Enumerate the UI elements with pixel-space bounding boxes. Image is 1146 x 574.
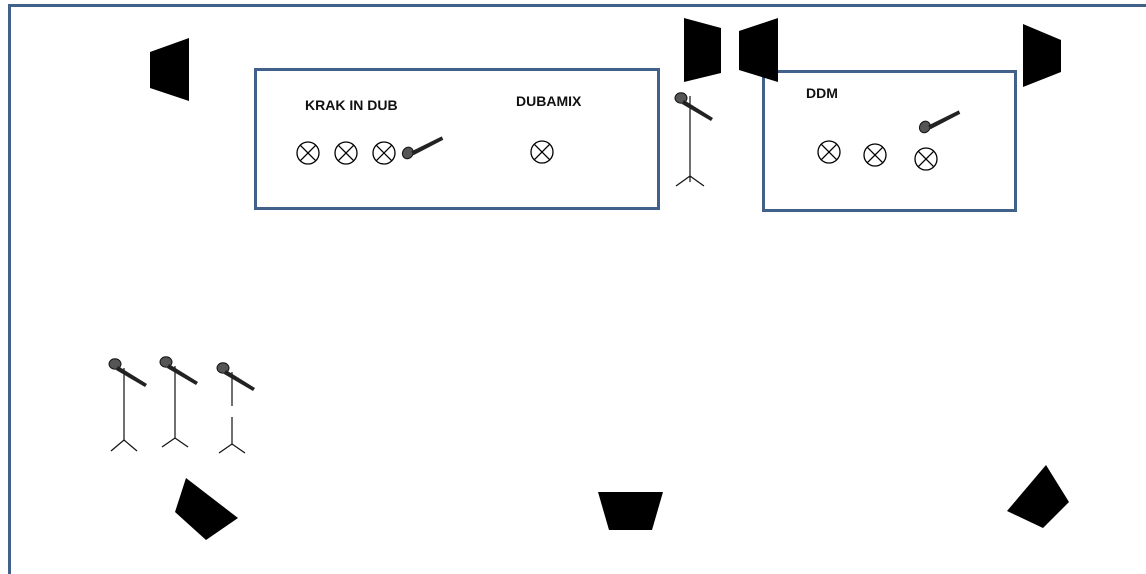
light-fixture-icon	[530, 140, 554, 164]
light-fixture-icon	[817, 140, 841, 164]
microphone-icon	[159, 356, 199, 386]
microphone-icon	[216, 362, 256, 392]
label-ddm: DDM	[806, 85, 838, 101]
mic-stand-icon	[161, 366, 189, 448]
speaker-icon	[739, 18, 778, 82]
light-fixture-icon	[372, 141, 396, 165]
light-fixture-icon	[914, 147, 938, 171]
mic-stand-icon	[110, 368, 138, 452]
monitor-wedge-icon	[598, 492, 663, 530]
light-fixture-icon	[296, 141, 320, 165]
speaker-icon	[150, 38, 189, 101]
speaker-icon	[1023, 24, 1061, 87]
speaker-icon	[684, 18, 721, 82]
riser-ddm	[762, 70, 1017, 212]
monitor-wedge-icon	[1007, 465, 1069, 528]
mic-stand-icon	[675, 95, 705, 187]
microphone-icon	[108, 358, 148, 388]
label-krak-in-dub: KRAK IN DUB	[305, 97, 398, 113]
label-dubamix: DUBAMIX	[516, 93, 582, 109]
light-fixture-icon	[334, 141, 358, 165]
light-fixture-icon	[863, 143, 887, 167]
stage-outline	[8, 4, 1146, 574]
monitor-wedge-icon	[175, 478, 238, 540]
mic-stand-icon	[218, 372, 246, 454]
microphone-icon	[916, 96, 962, 145]
microphone-icon	[399, 122, 445, 171]
microphone-icon	[674, 92, 714, 122]
riser-krak-in-dub-dubamix	[254, 68, 660, 210]
